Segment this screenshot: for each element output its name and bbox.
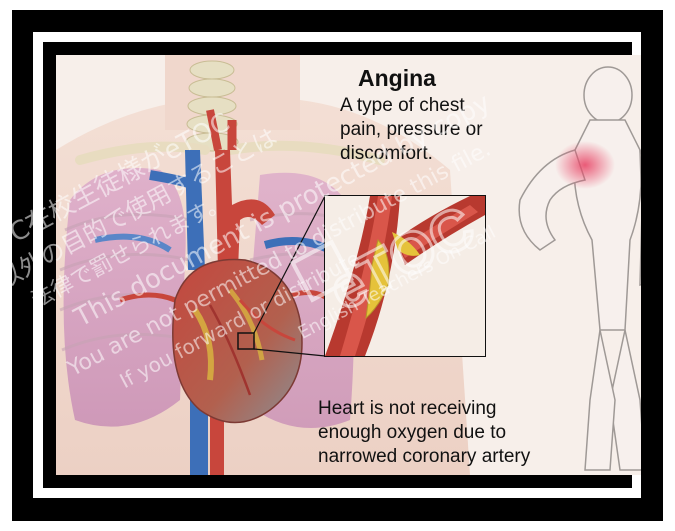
caption-line-1: Heart is not receiving	[318, 398, 496, 419]
title: Angina	[358, 65, 436, 91]
caption-line-3: narrowed coronary artery	[318, 446, 531, 467]
chest-pain-glow	[555, 141, 615, 189]
caption-line-2: enough oxygen due to	[318, 422, 506, 443]
